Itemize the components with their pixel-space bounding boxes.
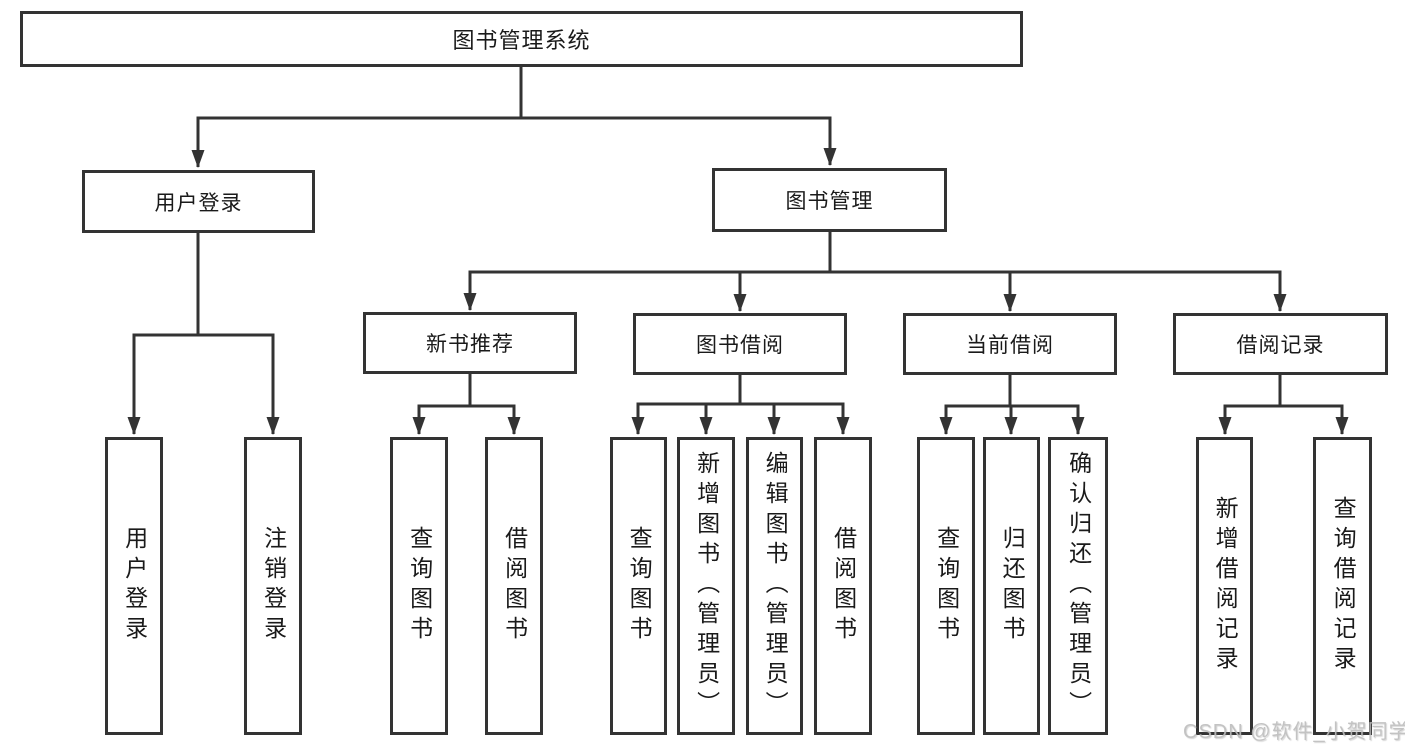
leaf-label: 借阅图书 xyxy=(501,526,528,646)
leaf-borrowing-borrow-books: 借阅图书 xyxy=(814,437,872,735)
leaf-recommend-borrow-books: 借阅图书 xyxy=(485,437,543,735)
leaf-label: 查询图书 xyxy=(406,526,433,646)
leaf-label: 查询借阅记录 xyxy=(1330,496,1357,676)
leaf-current-return-books: 归还图书 xyxy=(983,437,1040,735)
leaf-label: 借阅图书 xyxy=(830,526,857,646)
leaf-label: 确认归还（管理员） xyxy=(1065,451,1092,721)
leaf-current-confirm-return-admin: 确认归还（管理员） xyxy=(1048,437,1108,735)
leaf-borrowing-add-books-admin: 新增图书（管理员） xyxy=(677,437,735,735)
node-label: 当前借阅 xyxy=(966,334,1054,357)
leaf-label: 查询图书 xyxy=(626,526,653,646)
leaf-label: 编辑图书（管理员） xyxy=(762,451,789,721)
node-label: 新书推荐 xyxy=(426,333,514,356)
node-book-borrowing: 图书借阅 xyxy=(633,313,847,375)
node-label: 用户登录 xyxy=(154,191,243,215)
leaf-label: 新增图书（管理员） xyxy=(693,451,720,721)
node-label: 图书管理系统 xyxy=(452,28,591,53)
leaf-label: 归还图书 xyxy=(999,526,1026,646)
leaf-borrowing-edit-books-admin: 编辑图书（管理员） xyxy=(746,437,803,735)
leaf-records-query-borrow-record: 查询借阅记录 xyxy=(1313,437,1372,735)
leaf-borrowing-query-books: 查询图书 xyxy=(610,437,667,735)
leaf-label: 查询图书 xyxy=(933,526,960,646)
node-label: 图书管理 xyxy=(785,190,874,213)
node-borrow-records: 借阅记录 xyxy=(1173,313,1388,375)
node-label: 图书借阅 xyxy=(696,334,784,357)
leaf-logout: 注销登录 xyxy=(244,437,302,735)
leaf-user-login: 用户登录 xyxy=(105,437,163,735)
node-label: 借阅记录 xyxy=(1236,334,1325,357)
leaf-label: 用户登录 xyxy=(121,526,148,646)
node-current-borrowing: 当前借阅 xyxy=(903,313,1117,375)
leaf-recommend-query-books: 查询图书 xyxy=(390,437,448,735)
node-new-book-recommend: 新书推荐 xyxy=(363,312,577,374)
node-user-login: 用户登录 xyxy=(82,170,315,233)
node-book-management: 图书管理 xyxy=(712,168,947,232)
leaf-current-query-books: 查询图书 xyxy=(917,437,975,735)
leaf-label: 新增借阅记录 xyxy=(1212,496,1239,676)
node-library-system: 图书管理系统 xyxy=(20,11,1023,67)
leaf-label: 注销登录 xyxy=(260,526,287,646)
leaf-records-add-borrow-record: 新增借阅记录 xyxy=(1196,437,1253,735)
csdn-watermark: CSDN @软件_小贺同学 xyxy=(1183,721,1405,743)
